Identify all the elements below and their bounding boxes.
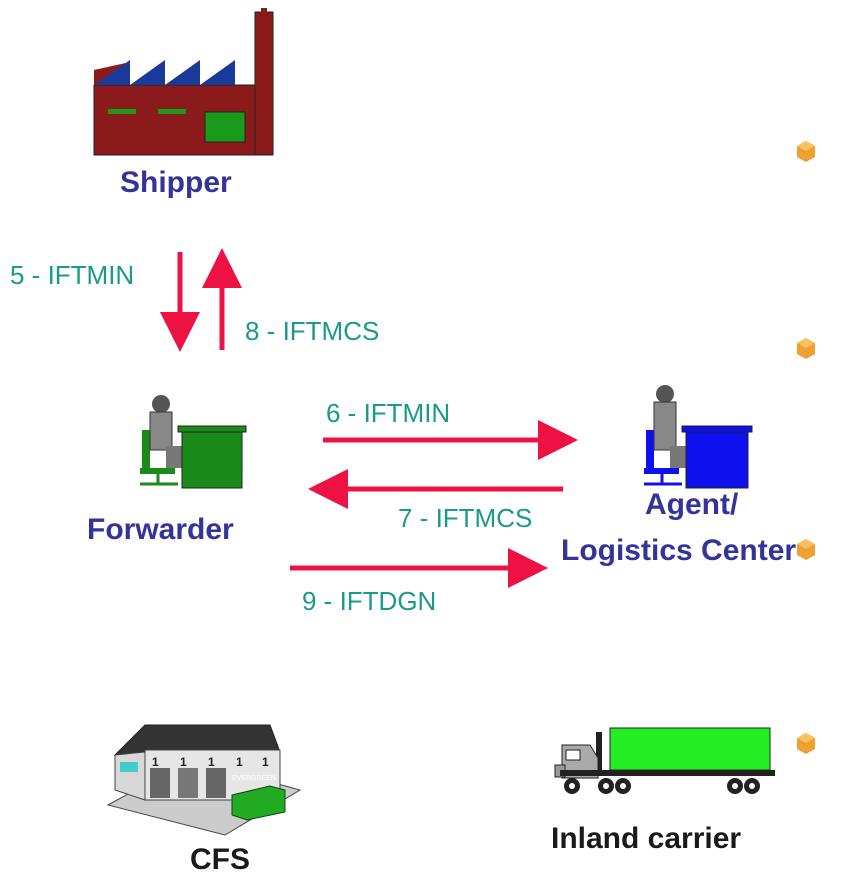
logistics-center-label: Logistics Center — [561, 534, 797, 567]
message-label-9: 9 - IFTDGN — [302, 586, 437, 616]
shipper-label: Shipper — [120, 166, 232, 199]
svg-text:1: 1 — [180, 755, 187, 769]
agent-label: Agent/ — [645, 488, 739, 521]
svg-text:1: 1 — [236, 755, 243, 769]
agent-desk-icon — [644, 385, 753, 489]
factory-icon — [93, 8, 274, 156]
warehouse-icon: 1 1 1 1 1 EVERGREEN — [106, 724, 302, 836]
svg-text:1: 1 — [152, 755, 159, 769]
message-label-5: 5 - IFTMIN — [10, 260, 135, 290]
forwarder-label: Forwarder — [87, 513, 234, 546]
warehouse-sign: EVERGREEN — [232, 775, 276, 782]
message-label-8: 8 - IFTMCS — [245, 316, 380, 346]
message-label-7: 7 - IFTMCS — [398, 503, 533, 533]
bullet-icon — [797, 338, 815, 359]
forwarder-desk-icon — [140, 395, 247, 489]
inland-carrier-label: Inland carrier — [551, 822, 742, 855]
svg-text:1: 1 — [208, 755, 215, 769]
svg-text:1: 1 — [262, 755, 269, 769]
bullet-icon — [797, 539, 815, 560]
message-label-6: 6 - IFTMIN — [326, 398, 451, 428]
bullet-icon — [797, 141, 815, 162]
bullet-icon — [797, 733, 815, 754]
truck-icon — [554, 727, 775, 794]
cfs-label: CFS — [190, 843, 250, 876]
